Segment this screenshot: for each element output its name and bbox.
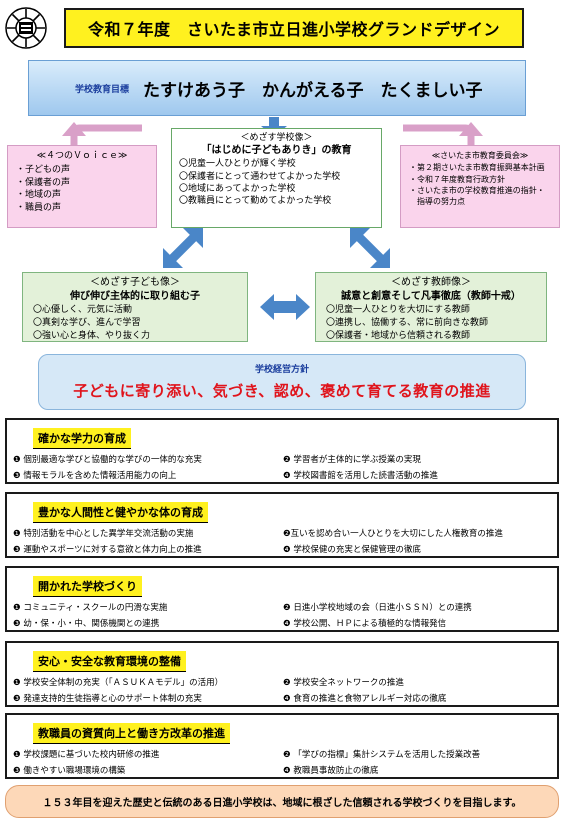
teacher-ideal-item: 〇保護者・地域から信頼される教師	[326, 330, 471, 341]
diagonal-double-arrow-icon	[163, 228, 203, 268]
board-item: 指導の努力点	[409, 197, 465, 207]
teacher-ideal-item: 〇連携し、協働する、常に前向きな教師	[326, 318, 489, 329]
section-item: ❶ コミュニティ・スクールの円滑な実施	[13, 603, 168, 613]
section-item: ❷ 学習者が主体的に学ぶ授業の実現	[283, 455, 421, 465]
school-emblem	[5, 7, 47, 49]
voice-item: ・職員の声	[16, 203, 62, 214]
section-item: ❷互いを認め合い一人ひとりを大切にした人権教育の推進	[283, 529, 503, 539]
school-goal-banner: 学校教育目標 たすけあう子 かんがえる子 たくましい子	[28, 60, 526, 116]
school-ideal-subheading: 「はじめに子どもありき」の教育	[201, 145, 352, 157]
board-item: ・さいたま市の学校教育推進の指針・	[409, 186, 545, 196]
voice-item: ・子どもの声	[16, 164, 71, 175]
child-ideal-item: 〇心優しく、元気に活動	[33, 305, 133, 316]
diagonal-double-arrow-icon	[350, 228, 390, 268]
board-item: ・第２期さいたま市教育振興基本計画	[409, 163, 545, 173]
section-item: ❶ 学校安全体制の充実（「ＡＳＵＫＡモデル」の活用）	[13, 678, 224, 688]
school-ideal-heading: ＜めざす学校像＞	[240, 133, 313, 143]
section-item: ❸ 情報モラルを含めた情報活用能力の向上	[13, 471, 177, 481]
voice-item: ・地域の声	[16, 190, 62, 201]
section-item: ❸ 運動やスポーツに対する意欲と体力向上の推進	[13, 545, 202, 555]
section-item: ❷ 学校安全ネットワークの推進	[283, 678, 404, 688]
focus-section: 教職員の資質向上と働き方改革の推進 ❶ 学校課題に基づいた校内研修の推進 ❷ 「…	[5, 713, 559, 779]
school-ideal-item: 〇保護者にとって通わせてよかった学校	[179, 171, 341, 182]
teacher-ideal-heading: ＜めざす教師像＞	[391, 277, 471, 288]
child-ideal-item: 〇強い心と身体、やり抜く力	[33, 330, 151, 341]
section-item: ❹ 教職員事故防止の徹底	[283, 766, 379, 776]
focus-section: 開かれた学校づくり ❶ コミュニティ・スクールの円滑な実施 ❷ 日進小学校地域の…	[5, 566, 559, 632]
focus-section: 確かな学力の育成 ❶ 個別最適な学びと協働的な学びの一体的な充実 ❷ 学習者が主…	[5, 418, 559, 484]
section-item: ❸ 幼・保・小・中、関係機関との連携	[13, 619, 160, 629]
section-item: ❶ 特別活動を中心とした異学年交流活動の実施	[13, 529, 194, 539]
child-ideal-item: 〇真剣な学び、進んで学習	[33, 318, 141, 329]
focus-section: 豊かな人間性と健やかな体の育成 ❶ 特別活動を中心とした異学年交流活動の実施 ❷…	[5, 492, 559, 558]
section-item: ❹ 学校公開、ＨＰによる積極的な情報発信	[283, 619, 447, 629]
section-title: 豊かな人間性と健やかな体の育成	[33, 502, 208, 523]
teacher-ideal-box: ＜めざす教師像＞ 誠意と創意そして凡事徹底（教師十戒） 〇児童一人ひとりを大切に…	[315, 272, 547, 342]
school-ideal-item: 〇児童一人ひとりが輝く学校	[179, 159, 296, 170]
board-title: ≪さいたま市教育委員会≫	[431, 151, 529, 160]
policy-text: 子どもに寄り添い、気づき、認め、褒めて育てる教育の推進	[73, 382, 491, 400]
voices-title: ≪４つのＶｏｉｃｅ≫	[36, 151, 128, 161]
section-item: ❷ 日進小学校地域の会（日進小ＳＳＮ）との連携	[283, 603, 472, 613]
board-item: ・令和７年度教育行政方針	[409, 174, 505, 184]
four-voices-box: ≪４つのＶｏｉｃｅ≫ ・子どもの声 ・保護者の声 ・地域の声 ・職員の声	[7, 145, 157, 228]
section-item: ❶ 個別最適な学びと協働的な学びの一体的な充実	[13, 455, 202, 465]
school-ideal-item: 〇地域にあってよかった学校	[179, 184, 296, 195]
section-title: 安心・安全な教育環境の整備	[33, 651, 186, 672]
section-title: 開かれた学校づくり	[33, 576, 142, 597]
child-ideal-subheading: 伸び伸び主体的に取り組む子	[70, 291, 200, 303]
horizontal-double-arrow-icon	[260, 294, 310, 320]
section-title: 教職員の資質向上と働き方改革の推進	[33, 723, 230, 744]
management-policy-box: 学校経営方針 子どもに寄り添い、気づき、認め、褒めて育てる教育の推進	[38, 354, 526, 410]
child-ideal-box: ＜めざす子ども像＞ 伸び伸び主体的に取り組む子 〇心優しく、元気に活動 〇真剣な…	[22, 272, 248, 342]
section-item: ❸ 発達支持的生徒指導と心のサポート体制の充実	[13, 694, 202, 704]
section-title: 確かな学力の育成	[33, 428, 131, 449]
section-item: ❶ 学校課題に基づいた校内研修の推進	[13, 750, 160, 760]
arrow-up-right-icon	[403, 122, 483, 148]
focus-section: 安心・安全な教育環境の整備 ❶ 学校安全体制の充実（「ＡＳＵＫＡモデル」の活用）…	[5, 641, 559, 707]
arrow-down-icon	[261, 117, 287, 137]
policy-label: 学校経営方針	[254, 365, 309, 375]
section-item: ❹ 食育の推進と食物アレルギー対応の徹底	[283, 694, 447, 704]
school-ideal-item: 〇教職員にとって勤めてよかった学校	[179, 196, 332, 207]
section-item: ❹ 学校保健の充実と保健管理の徹底	[283, 545, 421, 555]
teacher-ideal-subheading: 誠意と創意そして凡事徹底（教師十戒）	[341, 291, 521, 303]
footer-banner: １５３年目を迎えた歴史と伝統のある日進小学校は、地域に根ざした信頼される学校づく…	[5, 785, 559, 818]
child-ideal-heading: ＜めざす子ども像＞	[90, 277, 180, 288]
goal-text: たすけあう子 かんがえる子 たくましい子	[143, 80, 483, 101]
education-board-box: ≪さいたま市教育委員会≫ ・第２期さいたま市教育振興基本計画 ・令和７年度教育行…	[400, 145, 560, 228]
school-ideal-box: ＜めざす学校像＞ 「はじめに子どもありき」の教育 〇児童一人ひとりが輝く学校 〇…	[171, 128, 382, 228]
teacher-ideal-item: 〇児童一人ひとりを大切にする教師	[326, 305, 470, 316]
goal-label: 学校教育目標	[75, 84, 130, 95]
voice-item: ・保護者の声	[16, 177, 71, 188]
section-item: ❷ 「学びの指標」集計システムを活用した授業改善	[283, 750, 481, 760]
section-item: ❸ 働きやすい職場環境の構築	[13, 766, 126, 776]
section-item: ❹ 学校図書館を活用した読書活動の推進	[283, 471, 438, 481]
arrow-up-left-icon	[62, 122, 142, 148]
page-title: 令和７年度 さいたま市立日進小学校グランドデザイン	[64, 8, 524, 48]
